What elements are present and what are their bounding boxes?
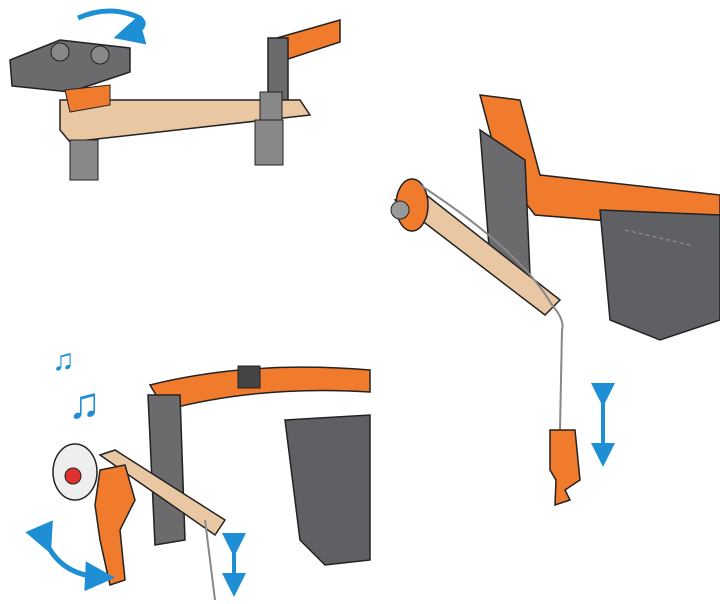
music-note-icon: ♫ (52, 344, 75, 377)
metal-bracket (147, 394, 186, 546)
wood-strip (98, 449, 227, 537)
hook (549, 429, 581, 507)
string (204, 519, 216, 601)
clamp-top (9, 39, 131, 93)
pocket (599, 209, 720, 341)
pocket (284, 414, 371, 566)
bolt (254, 119, 284, 166)
belt-strap (148, 366, 371, 411)
hook (94, 464, 136, 586)
music-note-icon: ♫ (68, 379, 101, 428)
panel-belt-music: ♫ ♫ (25, 344, 371, 601)
panel-rotating-clamp (9, 8, 341, 181)
string (419, 184, 564, 431)
swing-arrow-icon (25, 520, 115, 592)
panel-belt-pulley (390, 94, 720, 507)
buckle (237, 365, 261, 389)
bolt (69, 139, 99, 181)
rotate-arrow-icon (76, 8, 147, 45)
